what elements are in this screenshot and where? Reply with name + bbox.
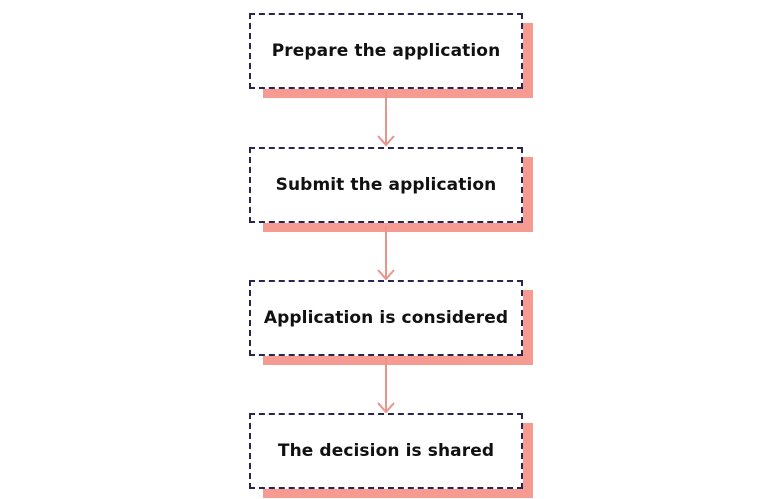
step-label: Application is considered xyxy=(263,308,509,328)
arrow-down-icon xyxy=(377,225,395,281)
step-decision-shared: The decision is shared xyxy=(249,413,533,498)
step-box: Submit the application xyxy=(249,147,523,223)
step-box: Prepare the application xyxy=(249,13,523,89)
step-box: The decision is shared xyxy=(249,413,523,489)
step-application-considered: Application is considered xyxy=(249,280,533,365)
step-prepare-application: Prepare the application xyxy=(249,13,533,98)
step-label: Prepare the application xyxy=(271,41,501,61)
step-box: Application is considered xyxy=(249,280,523,356)
arrow-down-icon xyxy=(377,91,395,147)
step-submit-application: Submit the application xyxy=(249,147,533,232)
step-label: The decision is shared xyxy=(277,441,495,461)
arrow-down-icon xyxy=(377,358,395,414)
step-label: Submit the application xyxy=(275,175,497,195)
